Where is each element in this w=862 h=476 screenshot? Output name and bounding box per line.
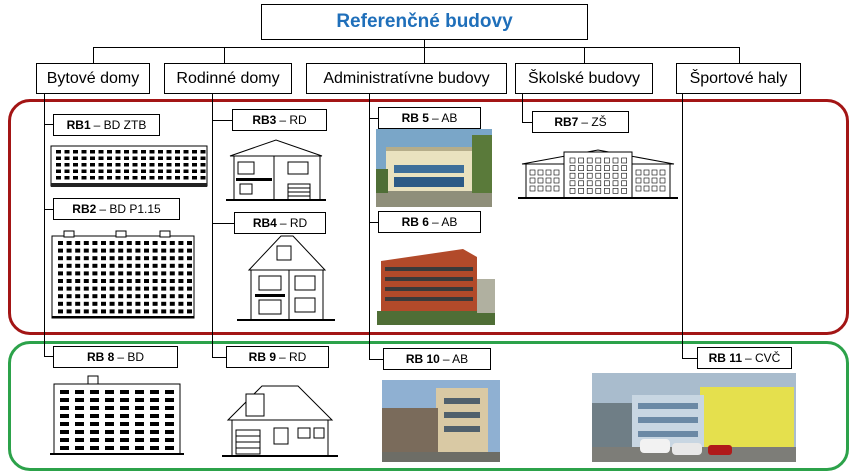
label-rb5: RB 5– AB xyxy=(378,107,481,129)
connector-cat-2 xyxy=(224,47,225,63)
label-rb9: RB 9– RD xyxy=(226,346,329,368)
tick-rb3 xyxy=(212,120,232,121)
building-drawing-rb3 xyxy=(226,139,326,201)
vline-rodinne xyxy=(212,94,213,357)
connector-cat-4 xyxy=(584,47,585,63)
label-rb2: RB2– BD P1.15 xyxy=(53,198,180,220)
category-rodinne-domy: Rodinné domy xyxy=(164,63,292,94)
label-rb10: RB 10– AB xyxy=(383,348,491,370)
building-photo-rb10 xyxy=(382,380,500,462)
tick-rb5 xyxy=(369,118,378,119)
building-photo-rb11 xyxy=(592,373,796,462)
category-skolske-budovy: Školské budovy xyxy=(515,63,653,94)
building-photo-rb6 xyxy=(377,239,495,325)
building-drawing-rb8 xyxy=(50,375,184,455)
tick-rb8 xyxy=(44,356,53,357)
connector-cat-5 xyxy=(739,47,740,63)
tick-rb11 xyxy=(682,358,697,359)
vline-skolske xyxy=(522,94,523,123)
vline-sportove xyxy=(682,94,683,358)
building-drawing-rb4 xyxy=(237,235,335,321)
vline-bytove xyxy=(44,94,45,356)
label-rb11: RB 11– CVČ xyxy=(697,347,792,369)
building-drawing-rb2 xyxy=(51,230,195,319)
connector-title-stem xyxy=(424,40,425,48)
building-drawing-rb1 xyxy=(50,145,208,187)
label-rb7: RB7– ZŠ xyxy=(532,111,629,133)
label-rb4: RB4– RD xyxy=(234,212,326,234)
label-rb1: RB1– BD ZTB xyxy=(53,114,160,136)
connector-cat-3 xyxy=(424,47,425,63)
vline-admin xyxy=(369,94,370,359)
group-frame-green xyxy=(8,341,849,471)
group-frame-red xyxy=(8,99,849,335)
building-drawing-rb9 xyxy=(222,385,338,457)
label-rb8: RB 8– BD xyxy=(53,346,178,368)
diagram-title: Referenčné budovy xyxy=(261,4,588,40)
category-sportove-haly: Športové haly xyxy=(676,63,801,94)
tick-rb9 xyxy=(212,357,226,358)
tick-rb4 xyxy=(212,223,234,224)
label-rb3: RB3– RD xyxy=(232,109,327,131)
connector-cat-1 xyxy=(93,47,94,63)
tick-rb7 xyxy=(522,122,532,123)
building-photo-rb5 xyxy=(376,129,492,207)
connector-horizontal-bar xyxy=(93,47,739,48)
tick-rb6 xyxy=(369,222,378,223)
tick-rb2 xyxy=(44,209,53,210)
category-bytove-domy: Bytové domy xyxy=(36,63,150,94)
building-drawing-rb7 xyxy=(518,149,678,199)
tick-rb1 xyxy=(44,124,53,125)
label-rb6: RB 6– AB xyxy=(378,211,481,233)
category-administrativne-budovy: Administratívne budovy xyxy=(306,63,507,94)
tick-rb10 xyxy=(369,359,383,360)
